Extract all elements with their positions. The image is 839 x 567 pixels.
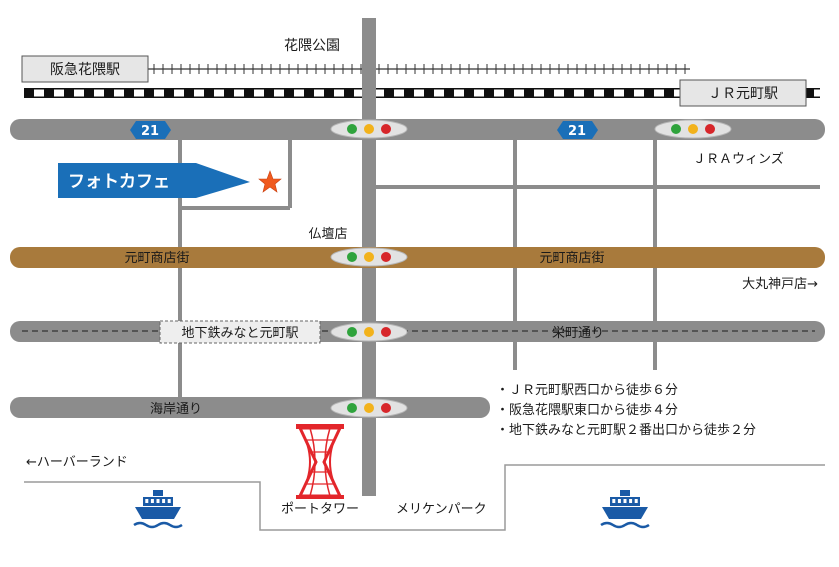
hanakuma-park-label: 花隈公園 <box>284 38 340 54</box>
port-tower-label: ポートタワー <box>281 502 359 517</box>
port-tower-icon <box>296 424 344 499</box>
kaigan-road <box>10 397 490 418</box>
traffic-signal-icon <box>330 247 408 267</box>
route-number-left: 21 <box>141 124 159 139</box>
hankyu-railway <box>148 64 690 74</box>
star-icon <box>258 170 282 193</box>
sakaemachi-label: 栄町通り <box>552 326 604 341</box>
access-note-2: ・阪急花隈駅東口から徒歩４分 <box>496 402 678 418</box>
access-note-3: ・地下鉄みなと元町駅２番出口から徒歩２分 <box>496 423 756 438</box>
hankyu-station-label: 阪急花隈駅 <box>50 62 120 78</box>
access-note-1: ・ＪＲ元町駅西口から徒歩６分 <box>496 383 678 398</box>
daimaru-label: 大丸神戸店→ <box>742 277 818 292</box>
meriken-park-label: メリケンパーク <box>396 502 487 517</box>
route-number-right: 21 <box>568 124 586 139</box>
route-shield-icon: 21 <box>557 121 598 139</box>
shotengai-road <box>10 247 825 268</box>
photo-cafe-callout: フォトカフェ <box>58 163 250 198</box>
photo-cafe-label: フォトカフェ <box>68 172 170 192</box>
harborland-label: ←ハーバーランド <box>26 455 128 470</box>
butsudan-label: 仏壇店 <box>308 226 347 242</box>
jr-station-box: ＪＲ元町駅 <box>679 79 807 107</box>
shotengai-right-label: 元町商店街 <box>539 251 604 266</box>
jr-station-label: ＪＲ元町駅 <box>708 86 778 102</box>
access-notes: ・ＪＲ元町駅西口から徒歩６分 ・阪急花隈駅東口から徒歩４分 ・地下鉄みなと元町駅… <box>496 383 756 438</box>
traffic-signal-icon <box>330 322 408 342</box>
traffic-signal-icon <box>654 119 732 139</box>
route-shield-icon: 21 <box>130 121 171 139</box>
jra-wins-label: ＪＲＡウィンズ <box>693 151 784 167</box>
shotengai-left-label: 元町商店街 <box>124 251 189 266</box>
ship-icon <box>133 490 183 529</box>
kaigan-label: 海岸通り <box>150 402 202 417</box>
traffic-signal-icon <box>330 119 408 139</box>
traffic-signal-icon <box>330 398 408 418</box>
subway-station-box: 地下鉄みなと元町駅 <box>159 320 321 344</box>
ship-icon <box>600 490 650 529</box>
route-21-road <box>10 119 825 140</box>
coastline <box>24 464 825 531</box>
hankyu-station-box: 阪急花隈駅 <box>21 55 149 83</box>
subway-station-label: 地下鉄みなと元町駅 <box>181 326 298 341</box>
